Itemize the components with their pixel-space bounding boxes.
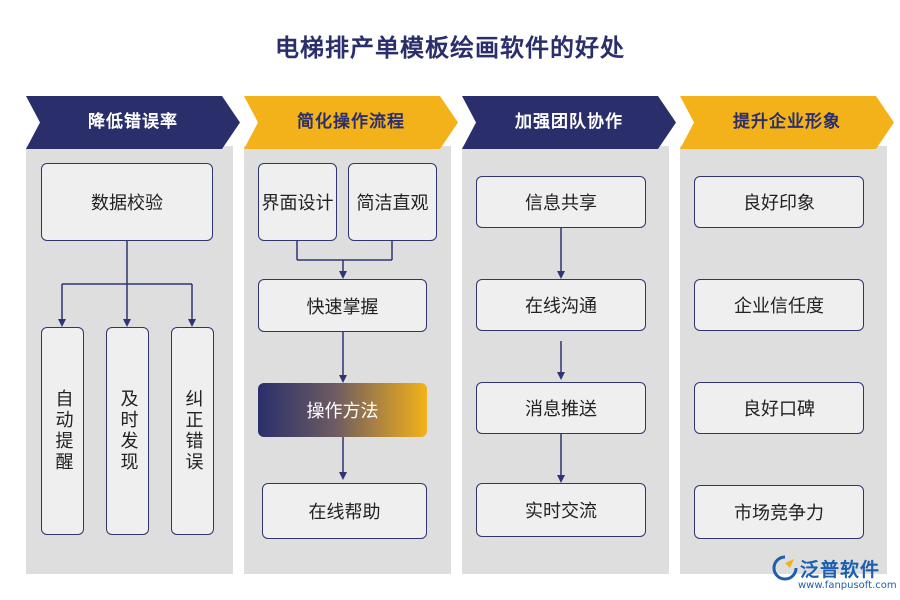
item-box-good-impression: 良好印象 xyxy=(694,176,864,228)
chevron-shape xyxy=(680,96,894,149)
column-header-label: 加强团队协作 xyxy=(515,112,623,132)
top-box-simple-intuitive: 简洁直观 xyxy=(348,163,437,241)
column-header-label: 降低错误率 xyxy=(88,112,178,132)
step-box-info-sharing: 信息共享 xyxy=(476,176,646,228)
brand-url: www.fanpusoft.com xyxy=(798,580,897,591)
step-box-online-communication: 在线沟通 xyxy=(476,279,646,331)
column-header-2: 简化操作流程 xyxy=(244,96,458,149)
top-box-interface-design: 界面设计 xyxy=(258,163,337,241)
chevron-shape xyxy=(26,96,240,149)
column-header-label: 提升企业形象 xyxy=(733,112,841,132)
step-box-realtime-exchange: 实时交流 xyxy=(476,483,646,537)
column-header-1: 降低错误率 xyxy=(26,96,240,149)
sub-box-timely-discover: 及时发现 xyxy=(106,327,149,535)
column-header-4: 提升企业形象 xyxy=(680,96,894,149)
column-header-label: 简化操作流程 xyxy=(297,112,405,132)
item-box-good-reputation: 良好口碑 xyxy=(694,382,864,434)
page-title: 电梯排产单模板绘画软件的好处 xyxy=(275,33,625,62)
step-box-quick-master: 快速掌握 xyxy=(258,279,427,332)
sub-box-correct-errors: 纠正错误 xyxy=(171,327,214,535)
chevron-shape xyxy=(244,96,458,149)
item-box-enterprise-trust: 企业信任度 xyxy=(694,279,864,331)
sub-box-auto-remind: 自动提醒 xyxy=(41,327,84,535)
item-box-market-competitiveness: 市场竞争力 xyxy=(694,485,864,539)
brand-name: 泛普软件 xyxy=(800,559,881,581)
step-box-message-push: 消息推送 xyxy=(476,382,646,434)
step-box-online-help: 在线帮助 xyxy=(262,483,427,539)
chevron-shape xyxy=(462,96,676,149)
main-box-data-validation: 数据校验 xyxy=(41,163,213,241)
step-box-operation-method: 操作方法 xyxy=(258,383,427,437)
column-header-3: 加强团队协作 xyxy=(462,96,676,149)
brand-logo-icon xyxy=(772,555,798,581)
